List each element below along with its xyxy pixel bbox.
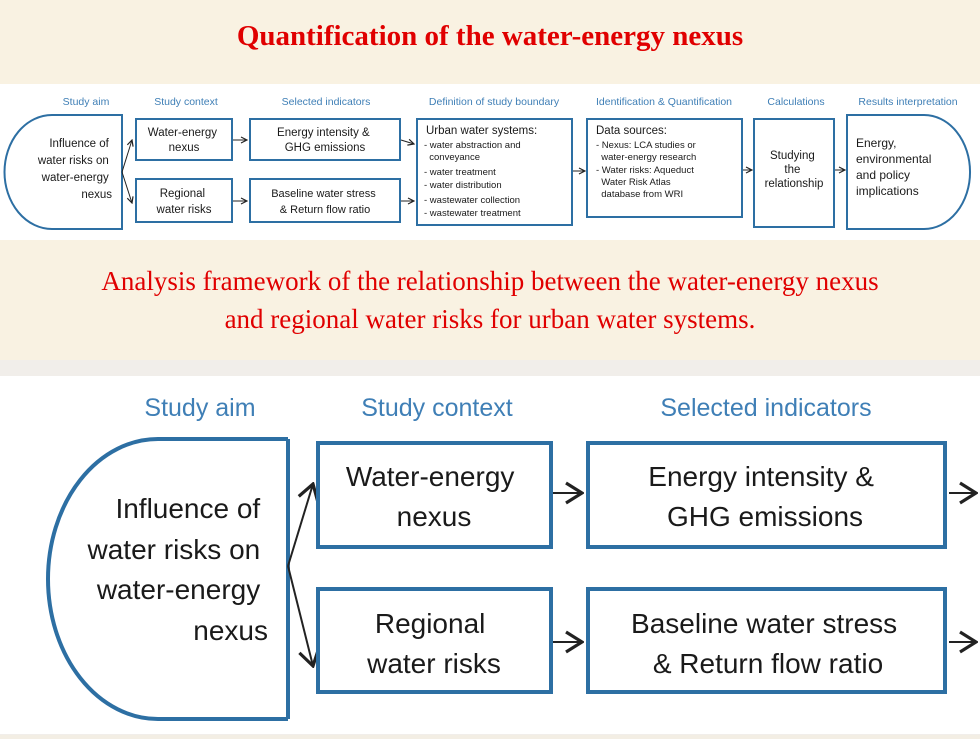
detail-study-aim-line: water risks on [87,534,261,565]
detail-indicator-top-line: GHG emissions [667,501,863,532]
detail-indicator-top-line: Energy intensity & [648,461,874,492]
detail-header-study-context: Study context [361,394,513,422]
context-bottom-text: Regional water risks [156,188,212,216]
study-aim-line: nexus [81,189,112,201]
sources-title: Data sources: [596,125,667,137]
detail-context-top-line: Water-energy [346,461,515,492]
detail-context-top-box [316,441,553,549]
indicator-bottom-line: Baseline water stress [271,188,376,200]
boundary-item: conveyance [424,152,480,163]
detail-study-aim-line: nexus [193,615,268,646]
arrow-indicator-top [400,140,414,144]
detail-branch-arrow-down [287,565,313,666]
calc-text: Studying the relationship [765,150,824,190]
detail-indicator-bottom-line: & Return flow ratio [653,648,883,679]
indicator-bottom-text: Baseline water stress & Return flow rati… [271,188,379,216]
indicator-top-text: Energy intensity & GHG emissions [277,127,373,154]
detail-header-study-aim: Study aim [144,394,255,422]
detail-branch-arrow-up [287,484,313,567]
indicator-top-line: GHG emissions [285,142,366,154]
caption-line: and regional water risks for urban water… [224,304,756,334]
context-bottom-line: Regional [160,188,205,200]
detail-indicator-bottom-line: Baseline water stress [631,608,897,639]
boundary-item: - water abstraction and [424,140,521,151]
boundary-title: Urban water systems: [426,125,537,137]
framework-diagram: Study aim Study context Selected indicat… [0,84,980,240]
sources-item: database from WRI [596,189,683,200]
header-selected-indicators: Selected indicators [282,96,371,108]
context-top-line: Water-energy [148,127,217,139]
boundary-items: - water abstraction and conveyance - wat… [424,140,523,219]
header-study-boundary: Definition of study boundary [429,96,560,108]
detail-indicator-top-box [586,441,947,549]
study-aim-line: water risks on [37,155,109,167]
study-aim-box [3,114,123,230]
header-study-context: Study context [154,96,218,108]
detail-indicator-top-text: Energy intensity & GHG emissions [648,461,881,532]
sources-item: - Nexus: LCA studies or [596,140,696,151]
detail-context-bottom-line: Regional [375,608,486,639]
indicator-bottom-box [249,178,401,223]
calc-line: Studying [770,150,815,162]
study-aim-line: water-energy [41,172,109,184]
detail-context-top-text: Water-energy nexus [346,461,522,532]
context-top-box [135,118,233,161]
page-title: Quantification of the water-energy nexus [236,20,744,52]
calc-line: the [784,164,800,176]
sources-items: - Nexus: LCA studies or water-energy res… [596,140,699,200]
context-top-text: Water-energy nexus [148,127,220,154]
detail-study-aim-line: water-energy [96,574,260,605]
header-results: Results interpretation [858,96,957,108]
detail-header-selected-indicators: Selected indicators [660,394,871,422]
detail-study-aim-box [46,437,288,721]
context-bottom-box [135,178,233,223]
results-line: Energy, [856,136,896,150]
header-identification: Identification & Quantification [596,96,732,108]
results-line: implications [856,184,919,198]
detail-context-bottom-box [316,587,553,694]
framework-detail: Study aim Study context Selected indicat… [0,376,980,734]
results-text: Energy, environmental and policy implica… [856,136,935,198]
boundary-item: - water distribution [424,180,502,191]
framework-detail-svg: Study aim Study context Selected indicat… [46,394,980,721]
calc-line: relationship [765,178,824,190]
study-aim-line: Influence of [49,138,109,150]
sources-item: Water Risk Atlas [596,177,671,188]
results-box [846,114,971,230]
boundary-item: - wastewater treatment [424,208,521,219]
detail-context-top-line: nexus [397,501,472,532]
detail-study-aim-text: Influence of water risks on water-energy… [87,493,269,646]
boundary-box [416,118,573,226]
indicator-bottom-line: & Return flow ratio [280,204,370,216]
indicator-top-box [249,118,401,161]
sources-box [586,118,743,218]
context-bottom-line: water risks [156,204,212,216]
results-line: and policy [856,168,910,182]
indicator-top-line: Energy intensity & [277,127,370,139]
caption-line: Analysis framework of the relationship b… [101,266,879,296]
figure-caption: Analysis framework of the relationship b… [0,262,980,338]
branch-arrow-up [121,140,132,173]
header-calculations: Calculations [767,96,824,108]
header-study-aim: Study aim [63,96,110,108]
detail-context-bottom-text: Regional water risks [366,608,501,679]
boundary-item: - water treatment [424,167,496,178]
detail-indicator-bottom-box [586,587,947,694]
detail-context-bottom-line: water risks [366,648,501,679]
sources-item: - Water risks: Aqueduct [596,165,694,176]
framework-diagram-svg: Study aim Study context Selected indicat… [3,96,971,230]
detail-study-aim-line: Influence of [115,493,260,524]
branch-arrow-down [121,171,132,203]
study-aim-text: Influence of water risks on water-energy… [37,138,112,201]
boundary-item: - wastewater collection [424,195,520,206]
detail-indicator-bottom-text: Baseline water stress & Return flow rati… [631,608,905,679]
calc-box [753,118,835,228]
context-top-line: nexus [169,142,200,154]
sources-item: water-energy research [596,152,696,163]
results-line: environmental [856,152,931,166]
